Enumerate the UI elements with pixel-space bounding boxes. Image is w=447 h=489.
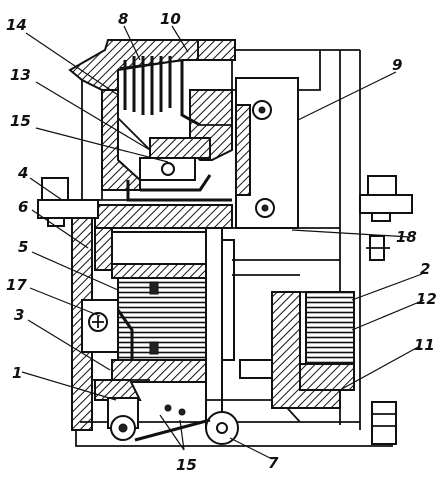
contact-block [117, 117, 232, 202]
part-labels: 14 8 10 9 13 15 4 6 18 5 2 17 12 3 11 1 … [6, 10, 437, 474]
leader-lines [21, 25, 425, 459]
terminal-screw [366, 235, 397, 445]
label-10: 10 [160, 10, 181, 28]
label-2: 2 [420, 260, 430, 278]
pivot-rollers [107, 397, 239, 445]
label-17: 17 [6, 276, 27, 294]
label-15-bottom: 15 [176, 456, 197, 474]
magnet-coil-right [271, 291, 355, 409]
label-5: 5 [18, 238, 28, 256]
label-12: 12 [416, 290, 437, 308]
label-9: 9 [392, 56, 402, 74]
label-13: 13 [10, 66, 31, 84]
magnet-coil-left [111, 231, 207, 383]
label-18: 18 [396, 228, 417, 246]
label-14: 14 [6, 16, 27, 34]
label-8: 8 [118, 10, 128, 28]
label-6: 6 [18, 198, 28, 216]
label-4: 4 [17, 164, 28, 182]
label-15-top: 15 [10, 112, 31, 130]
adjust-bracket [81, 299, 150, 401]
label-11: 11 [414, 336, 435, 354]
contact-spring-stack [119, 56, 201, 127]
label-3: 3 [14, 306, 24, 324]
label-7: 7 [268, 454, 279, 472]
armature-plate [235, 77, 299, 229]
label-1: 1 [12, 364, 22, 382]
mounting-flanges [37, 175, 413, 227]
